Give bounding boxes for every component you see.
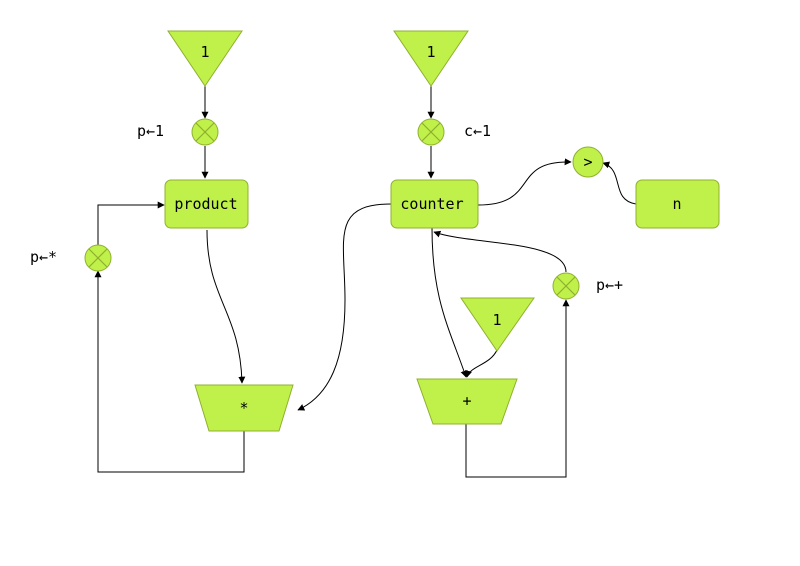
operator-multiply: * xyxy=(194,384,294,432)
constant-label: 1 xyxy=(426,43,435,61)
register-product: product xyxy=(164,179,249,229)
circled-x-icon xyxy=(552,272,580,300)
wires xyxy=(94,86,637,478)
register-product-label: product xyxy=(174,195,237,213)
constant-label: 1 xyxy=(200,43,209,61)
constant-one-bottom: 1 xyxy=(460,297,535,352)
wire-n-to-greater xyxy=(602,161,637,205)
constant-one-top-left: 1 xyxy=(167,30,243,87)
register-counter-label: counter xyxy=(400,195,463,213)
operator-greater-label: > xyxy=(583,153,592,171)
constant-one-top-mid: 1 xyxy=(393,30,469,87)
assign-label-p-mul: p←* xyxy=(30,248,57,266)
wire-product-to-multiply xyxy=(206,229,246,384)
circled-x-icon xyxy=(84,244,112,272)
wire-pmul-to-product xyxy=(97,201,165,245)
wire-counter-to-add xyxy=(431,227,468,378)
constant-label: 1 xyxy=(492,311,501,329)
wire-counter-to-greater xyxy=(477,158,572,206)
wire-const-to-add xyxy=(465,349,498,378)
register-n: n xyxy=(635,179,720,229)
assign-label-p-init: p←1 xyxy=(137,122,164,140)
operator-add: + xyxy=(416,378,518,425)
assign-label-p-add: p←+ xyxy=(596,276,623,294)
circled-x-icon xyxy=(417,118,445,146)
wire-multiply-to-pmul xyxy=(94,270,245,473)
wire-add-to-padd xyxy=(465,299,570,478)
wire-counter-to-multiply xyxy=(297,203,392,411)
operator-add-label: + xyxy=(462,392,471,410)
register-counter: counter xyxy=(390,179,479,229)
register-n-label: n xyxy=(672,195,681,213)
operator-multiply-label: * xyxy=(239,399,248,417)
wire-padd-to-counter xyxy=(433,230,567,273)
operator-greater: > xyxy=(572,146,604,178)
assign-label-c-init: c←1 xyxy=(464,122,491,140)
circled-x-icon xyxy=(191,118,219,146)
